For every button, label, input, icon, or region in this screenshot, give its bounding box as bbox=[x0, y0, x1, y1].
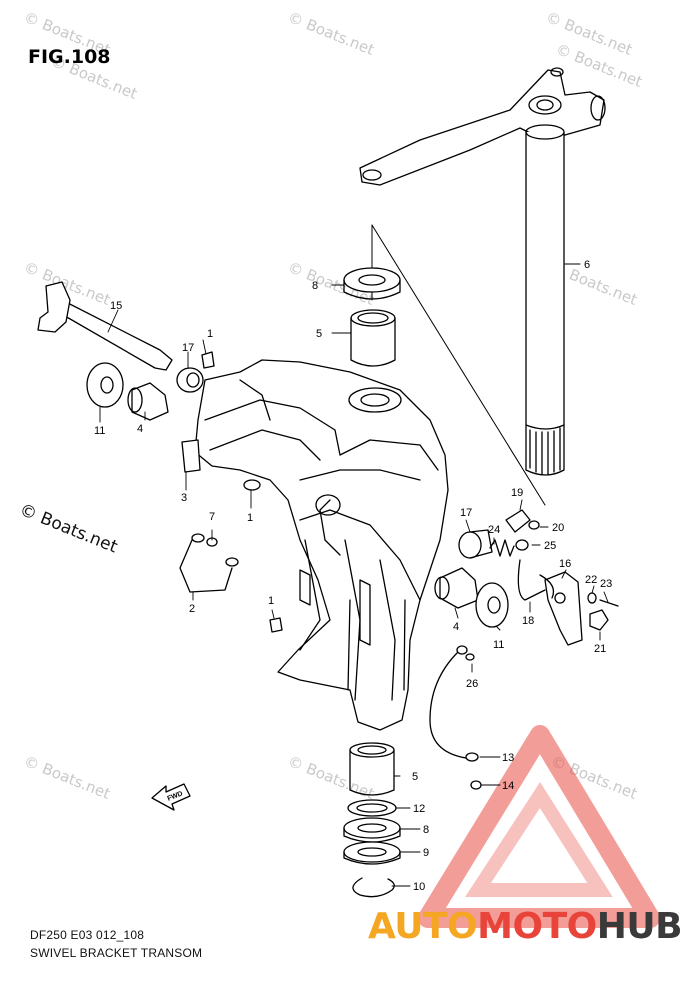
thrust-washer-part bbox=[475, 582, 509, 628]
callout-12: 12 bbox=[413, 803, 425, 815]
washer-part bbox=[343, 267, 401, 300]
forward-arrow-icon bbox=[151, 783, 191, 811]
bolt-part bbox=[243, 479, 261, 491]
callout-4: 4 bbox=[137, 423, 143, 435]
bushing-part bbox=[350, 309, 396, 367]
steering-arm-part bbox=[359, 67, 606, 186]
bushing-part bbox=[434, 567, 479, 609]
callout-23: 23 bbox=[600, 578, 612, 590]
callout-24: 24 bbox=[488, 524, 500, 536]
callout-4: 4 bbox=[453, 621, 459, 633]
clip-part bbox=[505, 509, 531, 533]
callout-10: 10 bbox=[413, 881, 425, 893]
callout-17: 17 bbox=[182, 342, 194, 354]
callout-16: 16 bbox=[559, 558, 571, 570]
callout-14: 14 bbox=[502, 780, 514, 792]
bolt-part bbox=[269, 617, 283, 633]
washer-part bbox=[343, 817, 401, 843]
callout-15: 15 bbox=[110, 300, 122, 312]
callout-2: 2 bbox=[189, 603, 195, 615]
callout-17: 17 bbox=[460, 507, 472, 519]
ground-lead-part bbox=[429, 645, 479, 762]
washer-part bbox=[343, 841, 401, 865]
callout-8: 8 bbox=[423, 824, 429, 836]
brand-auto: AUTO bbox=[368, 906, 478, 947]
callout-18: 18 bbox=[522, 615, 534, 627]
callout-7: 7 bbox=[209, 511, 215, 523]
callout-11: 11 bbox=[94, 425, 105, 437]
callout-5: 5 bbox=[316, 328, 322, 340]
callout-3: 3 bbox=[181, 492, 187, 504]
spring-part bbox=[515, 539, 529, 551]
callout-22: 22 bbox=[585, 574, 597, 586]
screw-part bbox=[470, 780, 482, 790]
bolt-part bbox=[201, 351, 215, 369]
callout-13: 13 bbox=[502, 752, 514, 764]
callout-1: 1 bbox=[268, 595, 274, 607]
callout-19: 19 bbox=[511, 487, 523, 499]
callout-9: 9 bbox=[423, 847, 429, 859]
washer-part bbox=[587, 592, 597, 604]
bushing-part bbox=[349, 742, 395, 796]
callout-6: 6 bbox=[584, 259, 590, 271]
callout-26: 26 bbox=[466, 678, 478, 690]
callout-5: 5 bbox=[412, 771, 418, 783]
tilt-pin-part bbox=[37, 281, 173, 371]
callout-20: 20 bbox=[552, 522, 564, 534]
callout-1: 1 bbox=[247, 512, 253, 524]
snap-ring-part bbox=[352, 877, 395, 898]
nut-part bbox=[589, 609, 609, 631]
callout-8: 8 bbox=[312, 280, 318, 292]
callout-1: 1 bbox=[207, 328, 213, 340]
screw-part bbox=[465, 653, 475, 661]
bushing-part bbox=[176, 367, 204, 393]
brand-hub: HUB bbox=[596, 906, 683, 947]
brand-moto: MOTO bbox=[477, 906, 597, 947]
clip-part bbox=[181, 439, 201, 473]
hook-part bbox=[517, 559, 555, 601]
screw-part bbox=[528, 520, 540, 530]
steering-shaft-part bbox=[525, 124, 565, 476]
seal-part bbox=[347, 799, 397, 817]
cotter-pin-part bbox=[599, 599, 619, 607]
figure-title: FIG.108 bbox=[28, 46, 111, 68]
callout-25: 25 bbox=[544, 540, 556, 552]
figure-name: SWIVEL BRACKET TRANSOM bbox=[30, 946, 203, 960]
figure-code: DF250 E03 012_108 bbox=[30, 928, 145, 942]
bushing-part bbox=[127, 382, 169, 421]
ground-lead-part bbox=[179, 533, 239, 593]
callout-21: 21 bbox=[594, 643, 606, 655]
swivel-bracket-part bbox=[194, 359, 449, 731]
brand-logo: AUTOMOTOHUB bbox=[368, 906, 683, 947]
thrust-washer-part bbox=[86, 362, 124, 408]
bracket-part bbox=[544, 571, 583, 646]
callout-11: 11 bbox=[493, 639, 504, 651]
